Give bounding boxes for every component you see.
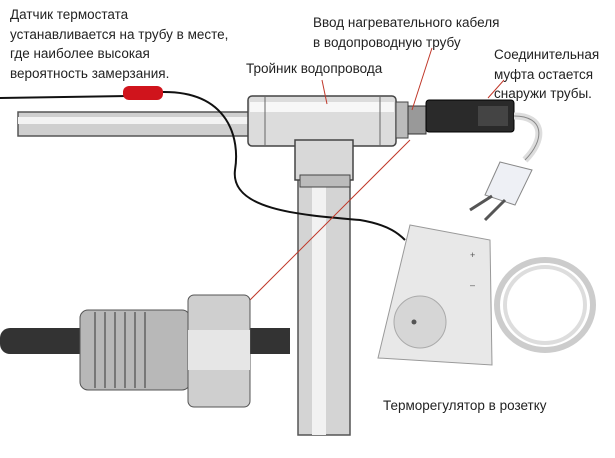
svg-text:+: + — [470, 250, 475, 260]
sensor-label: Датчик термостата устанавливается на тру… — [10, 5, 228, 83]
sensor-label-line: вероятность замерзания. — [10, 65, 170, 81]
pointer-lines — [219, 47, 505, 331]
tee-fitting — [247, 95, 397, 188]
cable-entry-nut — [395, 101, 427, 139]
coupling-label-line: Соединительная — [494, 47, 600, 62]
fitting-closeup — [0, 294, 290, 408]
cable-entry-label-line: в водопроводную трубу — [313, 34, 461, 50]
coupling-label-line: муфта остается — [494, 66, 594, 82]
svg-text:–: – — [470, 280, 475, 290]
cable-entry-label: Ввод нагревательного кабеля в водопровод… — [313, 13, 499, 52]
sensor-label-line: Датчик термостата — [10, 7, 129, 22]
coupling-box — [425, 99, 515, 133]
thermostat-device: + – — [377, 224, 596, 366]
thermostat-label: Терморегулятор в розетку — [383, 398, 547, 413]
coupling-label-line: снаружи трубы. — [494, 86, 592, 101]
horizontal-pipe — [17, 111, 259, 137]
sensor-label-line: где наиболее высокая — [10, 46, 150, 61]
tee-label: Тройник водопровода — [246, 61, 383, 76]
sensor-wire — [159, 90, 406, 241]
sensor-label-line: устанавливается на трубу в месте, — [10, 26, 229, 42]
coupling-label: Соединительная муфта остается снаружи тр… — [494, 45, 599, 104]
thermostat-sensor — [123, 86, 163, 100]
plug — [469, 161, 533, 222]
cable-entry-label-line: Ввод нагревательного кабеля — [313, 15, 500, 30]
